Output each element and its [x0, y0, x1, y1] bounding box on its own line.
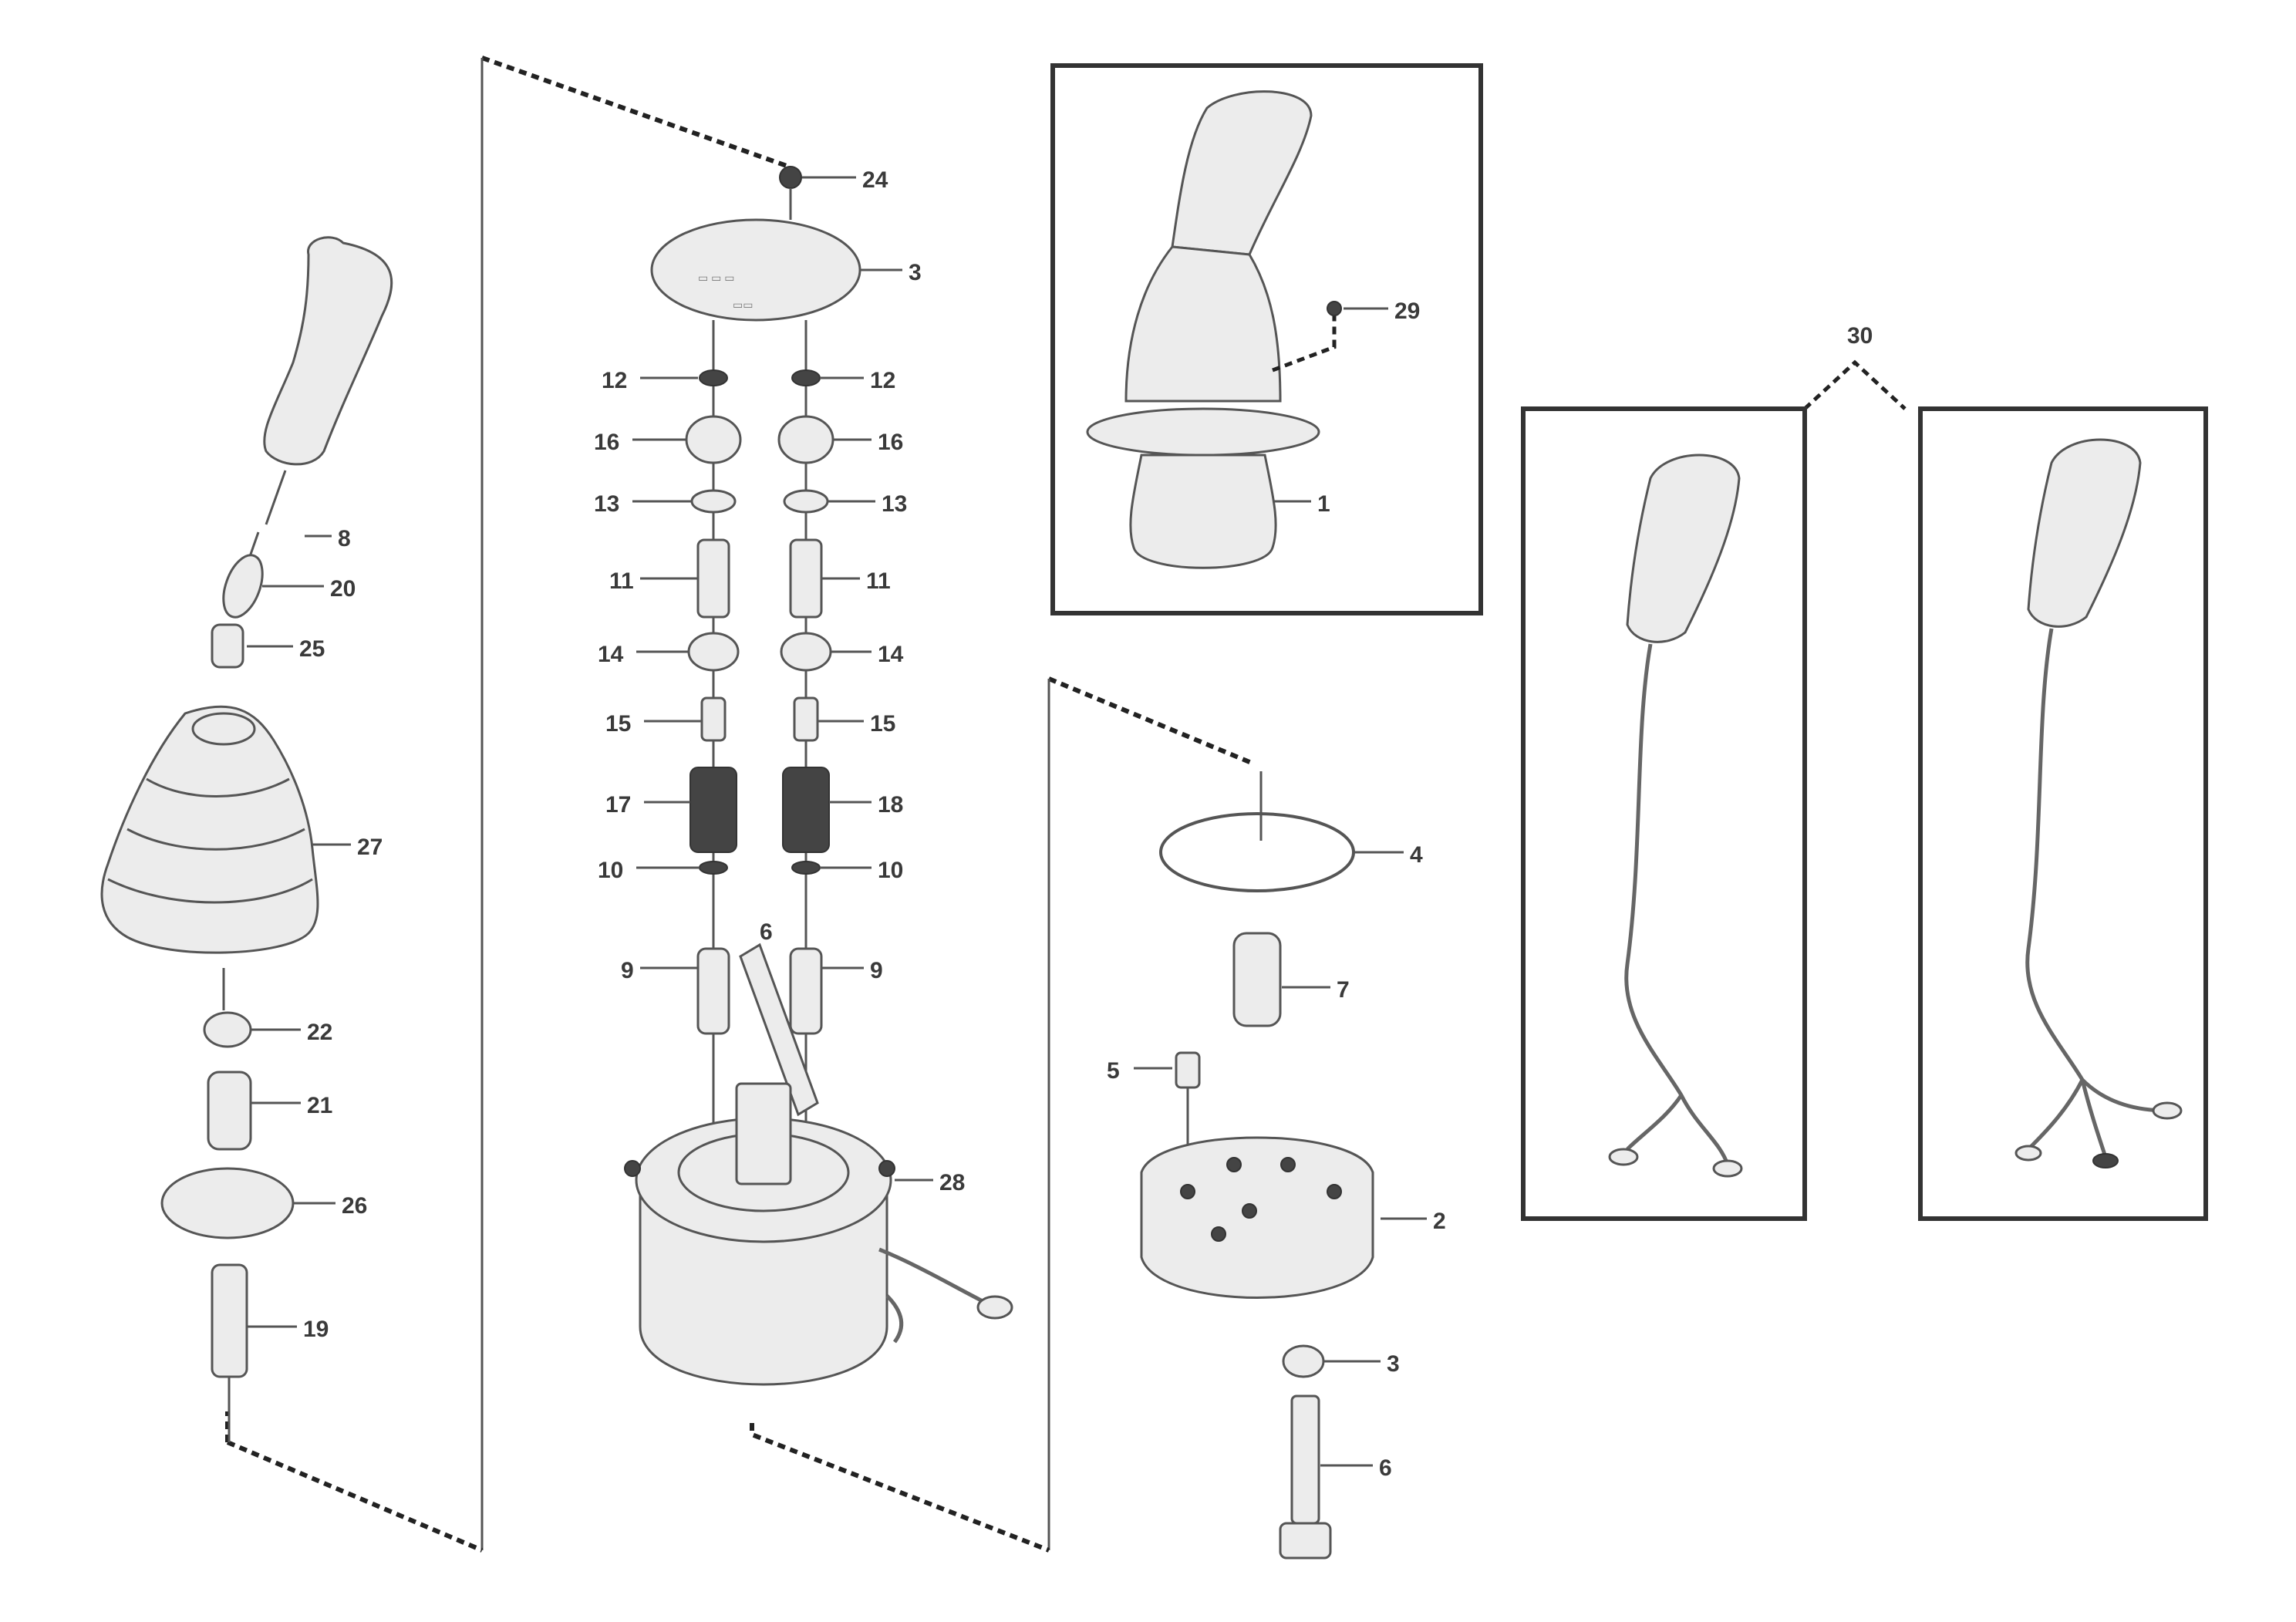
label-sleeve-b: 7: [1337, 977, 1350, 1003]
label-boot-cap: 25: [299, 636, 325, 662]
bolt-part: [1290, 1394, 1320, 1525]
label-washer-r: 12: [870, 368, 895, 393]
label-ring-r: 13: [882, 491, 907, 517]
sleeve-part-b: [1232, 932, 1282, 1027]
label-bellows: 27: [357, 835, 383, 860]
label-spring-r: 18: [878, 792, 903, 818]
label-set-screw: 5: [1107, 1058, 1120, 1084]
assembly-boundary-middle: [750, 676, 1255, 1553]
label-rod-r: 15: [870, 711, 895, 737]
label-rod-center: 6: [760, 919, 773, 945]
label-bolt: 6: [1379, 1455, 1392, 1481]
svg-text:▭▭: ▭▭: [733, 298, 753, 311]
nut-part-a: [203, 1011, 252, 1048]
base-part: [1140, 1136, 1374, 1299]
label-plunger-l: 9: [621, 958, 634, 983]
lower-right-stack: 4 7 5 2 3 6: [1107, 771, 1446, 1560]
label-guide-r: 14: [878, 642, 904, 667]
label-top-plate: 3: [909, 260, 922, 285]
label-nut-b: 3: [1387, 1351, 1400, 1377]
boot-cap-part: [211, 623, 244, 669]
svg-text:▭ ▭ ▭: ▭ ▭ ▭: [698, 271, 734, 284]
label-plunger-r: 9: [870, 958, 883, 983]
label-guide-l: 14: [598, 642, 624, 667]
label-spring-l: 17: [605, 792, 631, 818]
label-housing: 28: [939, 1170, 965, 1195]
seal-part: [222, 554, 264, 619]
set-screw-part: [1175, 1051, 1201, 1089]
label-clip-r: 10: [878, 858, 903, 883]
label-pin-l: 11: [609, 568, 634, 594]
handle-detail-panel: 29 1: [1050, 63, 1483, 615]
housing-part: [624, 1082, 1013, 1386]
label-bushing-l: 16: [594, 430, 619, 455]
label-screw-top: 24: [862, 167, 888, 193]
label-o-ring: 4: [1410, 842, 1423, 868]
label-base: 2: [1433, 1209, 1446, 1234]
label-nut-a: 22: [307, 1020, 332, 1045]
label-pin-r: 11: [866, 568, 891, 594]
label-bushing-r: 16: [878, 430, 903, 455]
label-ring-l: 13: [594, 491, 619, 517]
nut-part-b: [1282, 1344, 1325, 1378]
o-ring-part: [1159, 812, 1355, 892]
plate-part-a: [160, 1167, 295, 1239]
shaft-part-a: [211, 1263, 248, 1378]
label-handle-variants: 30: [1847, 323, 1873, 349]
left-handle-stack: [100, 236, 393, 1442]
label-handle-bottom: 1: [1317, 491, 1330, 517]
label-sleeve-a: 21: [307, 1093, 332, 1118]
center-valve-stack: ▭ ▭ ▭ ▭▭: [624, 166, 1013, 1386]
label-clip-l: 10: [598, 858, 623, 883]
handle-variants-panel: 30: [1521, 323, 2208, 1221]
sleeve-part-a: [207, 1071, 252, 1151]
bellows-part: [100, 705, 319, 954]
screw-top-part: [779, 166, 802, 189]
label-shaft-a: 19: [303, 1317, 329, 1342]
label-rod-l: 15: [605, 711, 631, 737]
handle-grip: [263, 236, 393, 466]
label-lever-a: 8: [338, 526, 351, 551]
label-seal-a: 20: [330, 576, 356, 602]
left-labels: 8 20 25 27 22 21 26 19: [247, 526, 383, 1342]
label-handle-detail: 29: [1394, 298, 1420, 324]
label-plate-a: 26: [342, 1193, 367, 1219]
center-labels: 24 3 12 16 13 11 14 15 17 10 9 12 16 13 …: [594, 167, 965, 1195]
top-plate-part: [650, 218, 861, 322]
assembly-boundary-left: [225, 56, 788, 1553]
label-washer-l: 12: [602, 368, 627, 393]
